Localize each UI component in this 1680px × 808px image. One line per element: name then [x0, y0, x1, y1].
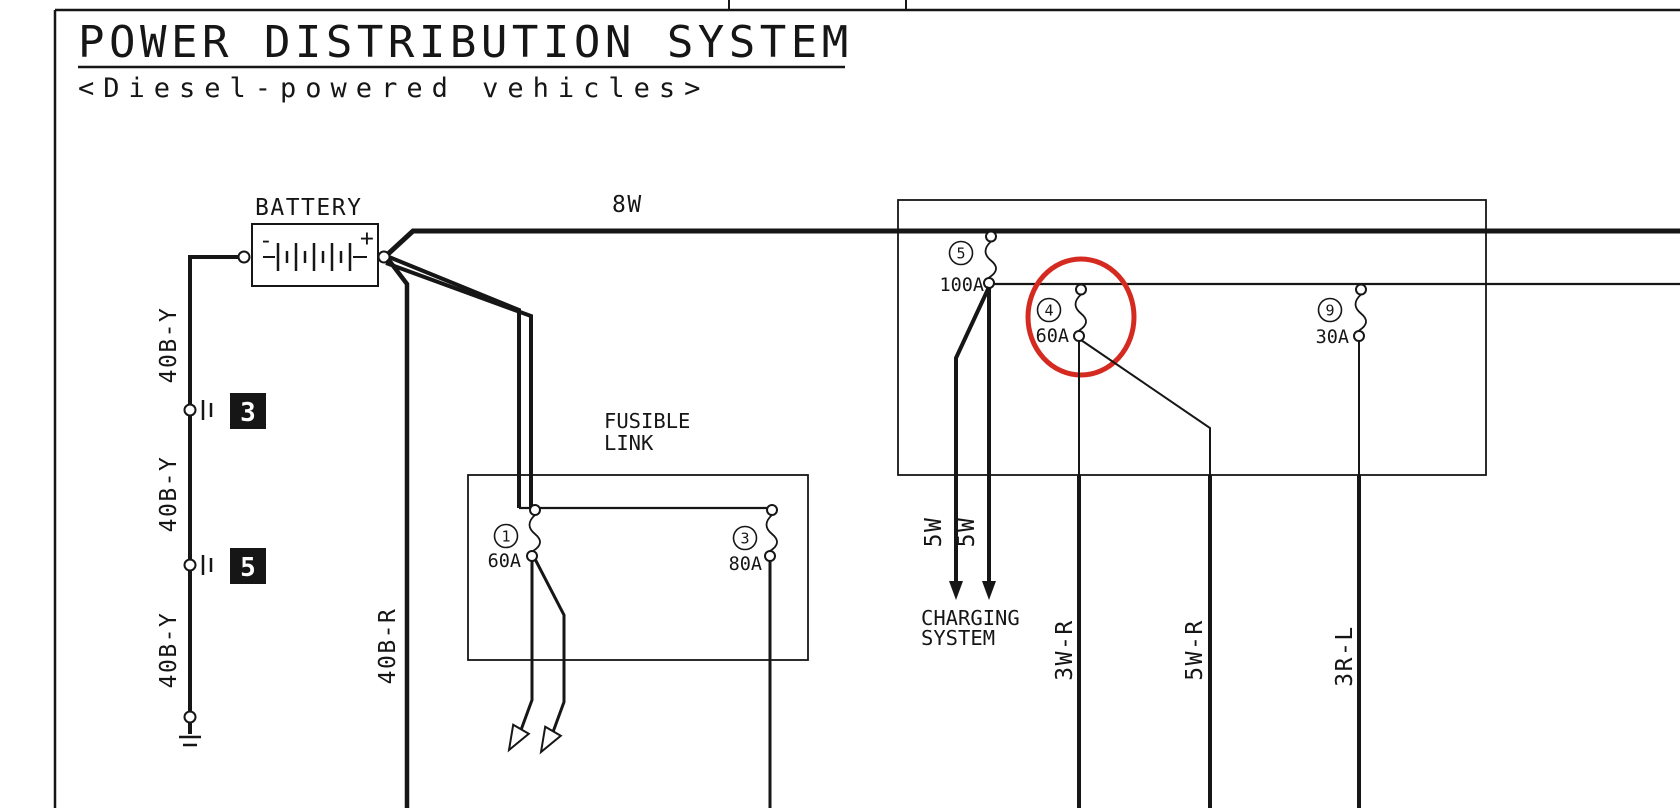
fuse-4-rating: 60A — [1036, 326, 1069, 347]
fuse-4-number-circle — [1036, 297, 1062, 323]
fuse-5-number: 5 — [956, 245, 965, 263]
wire-40b-r: 40B-R — [375, 257, 410, 808]
fuse-box: 5 100A 4 60A 9 30A — [897, 199, 1680, 476]
fuse-9: 9 30A — [1316, 283, 1367, 348]
fusible-link-outline — [467, 474, 809, 661]
battery-plates — [263, 243, 367, 271]
ground-5-number: 5 — [240, 553, 256, 583]
battery-minus-terminal: - — [259, 228, 274, 254]
fuse-9-number-circle — [1317, 297, 1343, 323]
fuse-1-number-circle — [493, 523, 519, 549]
wire-label-3w-r: 3W-R — [1052, 619, 1078, 680]
battery-plus-terminal: + — [360, 226, 375, 252]
ground-bottom — [179, 710, 201, 747]
charging-system-label-line2: SYSTEM — [921, 626, 995, 650]
connector-arrow — [539, 725, 563, 755]
fusible-link-box: FUSIBLE LINK 1 60A 3 80A — [467, 409, 809, 661]
fuse-3-rating: 80A — [729, 554, 762, 575]
wire-label-40b-y-3: 40B-Y — [156, 612, 182, 689]
wire-label-5w-2: 5W — [954, 517, 980, 548]
wire-8w: 8W — [386, 192, 1680, 256]
ground-wire-left: 40B-Y 40B-Y 40B-Y 3 5 — [156, 255, 266, 747]
ground-tap-5: 5 — [183, 548, 266, 584]
wire-label-40b-y-1: 40B-Y — [156, 307, 182, 384]
fuse-4-number: 4 — [1044, 302, 1053, 320]
wire-label-40b-y-2: 40B-Y — [156, 456, 182, 533]
fuse-1-rating: 60A — [488, 551, 521, 572]
fusible-link-title-line2: LINK — [604, 431, 654, 455]
down-arrow-icon — [949, 581, 963, 600]
fuse-9-rating: 30A — [1316, 327, 1349, 348]
fuse-1-number: 1 — [501, 528, 510, 546]
wire-label-3r-l: 3R-L — [1332, 625, 1358, 686]
ground-3-number: 3 — [240, 398, 256, 428]
charging-system-label-line1: CHARGING — [921, 606, 1020, 630]
fuse-3: 3 80A — [729, 504, 778, 575]
battery-symbol: BATTERY - + — [237, 195, 391, 287]
down-arrow-icon — [982, 581, 996, 600]
fuse-4: 4 60A — [1036, 283, 1087, 347]
battery-negative-node — [237, 250, 251, 264]
fusible-link-feeds — [385, 255, 533, 508]
fuse-9-number: 9 — [1325, 302, 1334, 320]
wire-label-8w: 8W — [612, 192, 643, 218]
fuse-box-outline — [897, 199, 1487, 476]
fuse-3-number-circle — [732, 525, 758, 551]
highlight-circle-annotation — [1025, 256, 1137, 378]
fuse-5: 5 100A — [939, 230, 997, 296]
charging-wires: 5W 5W CHARGING SYSTEM — [921, 286, 1020, 650]
fuse-5-number-circle — [948, 240, 974, 266]
wire-label-5w-r: 5W-R — [1182, 619, 1208, 680]
wire-label-40b-r: 40B-R — [375, 608, 401, 685]
wire-label-5w-1: 5W — [921, 517, 947, 548]
ground-3-badge — [230, 393, 266, 429]
connector-arrow — [507, 723, 531, 753]
fusible-link-title-line1: FUSIBLE — [604, 409, 690, 433]
page-frame — [53, 0, 1680, 808]
page-subtitle: <Diesel-powered vehicles> — [78, 73, 709, 104]
ground-tap-3: 3 — [183, 393, 266, 429]
output-wires: 3W-R 5W-R 3R-L — [1052, 339, 1361, 808]
fuse-1: 1 60A — [488, 504, 541, 572]
ground-5-badge — [230, 548, 266, 584]
fuse-3-number: 3 — [740, 530, 749, 548]
fusible-link-outputs — [507, 558, 772, 808]
page-title: POWER DISTRIBUTION SYSTEM — [78, 17, 853, 68]
title-block: POWER DISTRIBUTION SYSTEM <Diesel-powere… — [78, 17, 853, 104]
battery-label: BATTERY — [255, 195, 362, 221]
fuse-5-rating: 100A — [939, 275, 984, 296]
